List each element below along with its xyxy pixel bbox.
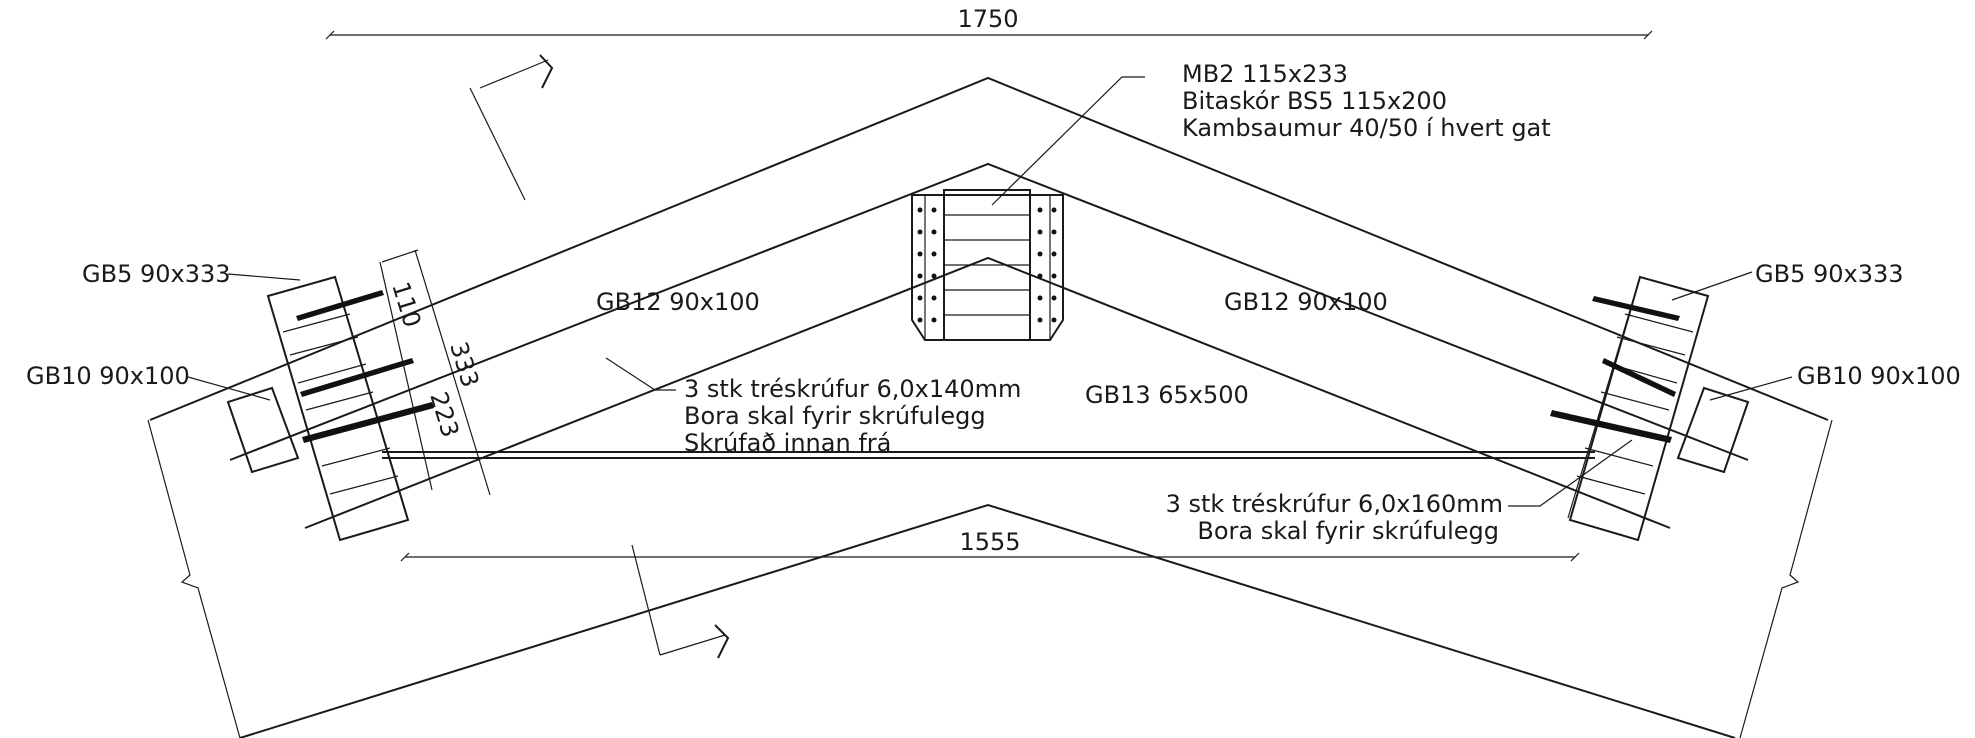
note-screws-right-line-1: 3 stk tréskrúfur 6,0x160mm	[1166, 490, 1503, 518]
note-connector-line-3: Kambsaumur 40/50 í hvert gat	[1182, 114, 1551, 142]
label-gb12-right: GB12 90x100	[1224, 288, 1388, 316]
label-gb5-left: GB5 90x333	[82, 260, 231, 288]
note-screws-left-line-3: Skrúfað innan frá	[684, 429, 891, 457]
ceiling-beam	[382, 451, 1595, 459]
note-screws-right-line-2: Bora skal fyrir skrúfulegg	[1197, 517, 1499, 545]
leader-lines	[187, 76, 1793, 507]
dimension-223: 223	[424, 389, 464, 441]
dimension-bottom: 1555	[400, 528, 1580, 562]
roof-outline-top	[149, 76, 1829, 421]
dimension-top: 1750	[325, 5, 1653, 40]
left-post-assembly	[226, 275, 434, 542]
label-gb10-left: GB10 90x100	[26, 362, 190, 390]
ridge-connector	[911, 189, 1064, 341]
dimension-bottom-value: 1555	[959, 528, 1020, 556]
note-connector-line-2: Bitaskór BS5 115x200	[1182, 87, 1447, 115]
label-gb12-left: GB12 90x100	[596, 288, 760, 316]
label-gb13: GB13 65x500	[1085, 381, 1249, 409]
label-gb10-right: GB10 90x100	[1797, 362, 1961, 390]
left-extension-dimension	[147, 419, 241, 738]
right-extension-dimension	[1739, 419, 1833, 738]
right-post-assembly	[1550, 275, 1750, 542]
note-screws-right: 3 stk tréskrúfur 6,0x160mm Bora skal fyr…	[1166, 490, 1503, 545]
left-dimension-lines: 110 333 223	[379, 249, 491, 496]
note-connector: MB2 115x233 Bitaskór BS5 115x200 Kambsau…	[1182, 60, 1551, 142]
lower-roof-section	[239, 503, 1736, 738]
dimension-110: 110	[386, 279, 426, 331]
dimension-333: 333	[444, 339, 484, 391]
label-gb5-right: GB5 90x333	[1755, 260, 1904, 288]
note-screws-left-line-2: Bora skal fyrir skrúfulegg	[684, 402, 986, 430]
roof-outline-middle	[229, 162, 1749, 461]
note-connector-line-1: MB2 115x233	[1182, 60, 1348, 88]
section-mark-top	[469, 54, 554, 201]
roof-outline-lower	[304, 256, 1671, 529]
note-screws-left: 3 stk tréskrúfur 6,0x140mm Bora skal fyr…	[684, 375, 1021, 457]
note-screws-left-line-1: 3 stk tréskrúfur 6,0x140mm	[684, 375, 1021, 403]
section-mark-bottom	[631, 544, 730, 659]
dimension-top-value: 1750	[957, 5, 1018, 33]
